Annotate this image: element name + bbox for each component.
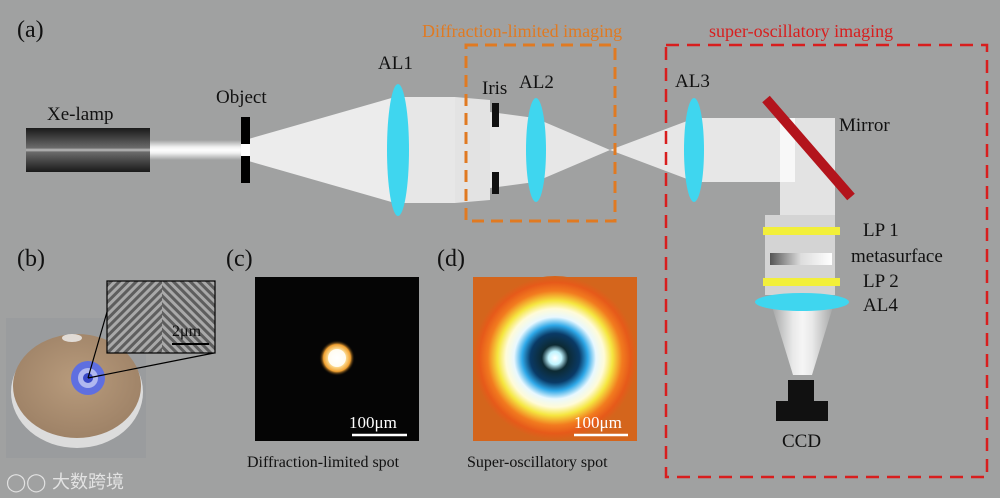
panel-label-b: (b) xyxy=(17,247,45,271)
al2-lens xyxy=(526,98,546,202)
metasurface-element xyxy=(770,253,832,265)
ccd-label: CCD xyxy=(782,432,821,451)
panel-label-c: (c) xyxy=(226,247,253,271)
al1-label: AL1 xyxy=(378,54,413,73)
caption-c: Diffraction-limited spot xyxy=(247,455,399,471)
sem-scale-label: 2μm xyxy=(172,324,201,340)
caption-d: Super-oscillatory spot xyxy=(467,455,608,471)
diffraction-title: Diffraction-limited imaging xyxy=(422,22,622,40)
object-slit xyxy=(241,117,250,183)
lp2-polarizer xyxy=(763,278,840,286)
spot-c-scale-label: 100μm xyxy=(349,414,397,431)
spot-d-scale-label: 100μm xyxy=(574,414,622,431)
metasurface-label: metasurface xyxy=(851,247,943,266)
al1-lens xyxy=(387,84,409,216)
xe-lamp-body xyxy=(26,128,150,172)
al4-label: AL4 xyxy=(863,296,898,315)
superosc-title: super-oscillatory imaging xyxy=(709,22,893,40)
al2-label: AL2 xyxy=(519,73,554,92)
lp2-label: LP 2 xyxy=(863,272,899,291)
ccd-camera xyxy=(776,380,828,421)
panel-label-a: (a) xyxy=(17,18,44,42)
mirror-label: Mirror xyxy=(839,116,890,135)
panel-label-d: (d) xyxy=(437,247,465,271)
iris-label: Iris xyxy=(482,79,507,98)
sem-inset xyxy=(107,281,215,353)
watermark-text: 大数跨境 xyxy=(52,472,124,493)
al4-lens xyxy=(755,293,849,311)
al3-lens xyxy=(684,98,704,202)
al3-label: AL3 xyxy=(675,72,710,91)
watermark-icon: ◯◯ xyxy=(6,472,52,493)
object-label: Object xyxy=(216,88,267,107)
lp1-polarizer xyxy=(763,227,840,235)
lp1-label: LP 1 xyxy=(863,221,899,240)
watermark-logo: ◯◯ 大数跨境 xyxy=(6,468,124,494)
xe-lamp-label: Xe-lamp xyxy=(47,105,113,124)
